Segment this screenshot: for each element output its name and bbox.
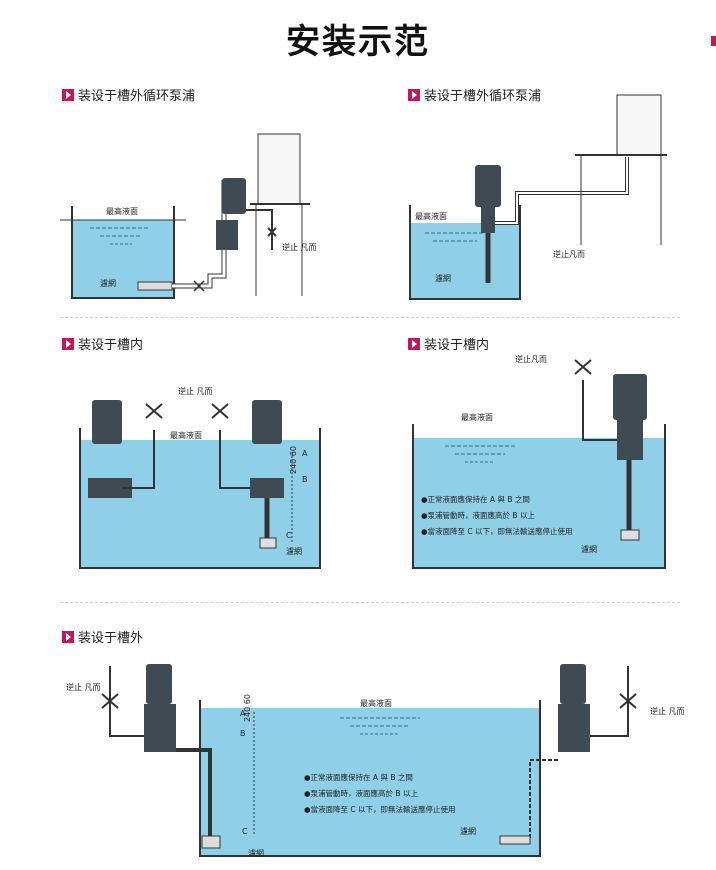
play-icon (62, 630, 74, 643)
max-level-label: 最高液面 (415, 211, 447, 221)
corner-mark (711, 36, 716, 46)
tank-wall (71, 206, 175, 299)
tank-wall (79, 428, 321, 569)
motor (475, 165, 501, 207)
check-valve-label: 逆止凡而 (553, 249, 585, 259)
divider (60, 317, 680, 318)
strainer (620, 529, 640, 541)
section-heading-3: 装设于槽内 (62, 334, 143, 353)
strainer-label: 濾網 (581, 544, 597, 554)
divider (60, 602, 680, 603)
play-icon (408, 88, 420, 101)
max-level-label: 最高液面 (170, 430, 202, 440)
upper-tank (616, 94, 662, 156)
pump-body-right (250, 478, 284, 498)
mark-b: B (302, 475, 308, 484)
discharge-pipe (574, 359, 617, 441)
discharge-pipe-right (590, 666, 637, 737)
diagram-outside-circulation-2: 最高液面 濾網 逆止凡而 (409, 94, 667, 300)
pump-body-right (558, 704, 590, 752)
mark-c: C (286, 531, 292, 540)
max-level-label: 最高液面 (106, 206, 138, 216)
strainer-label: 濾網 (435, 273, 451, 283)
page-title: 安装示范 (286, 22, 430, 62)
motor-left (92, 400, 122, 444)
section-heading-text: 装设于槽外循环泵浦 (78, 89, 196, 104)
pump-body (617, 420, 643, 460)
note-2: ●泵浦管動時，液面應高於 B 以上 (304, 788, 418, 798)
water-ripples (425, 232, 485, 242)
tank-water (200, 708, 540, 856)
section-heading-text: 装设于槽外循环泵浦 (424, 89, 542, 104)
diagram-in-tank-2: 最高液面 逆止凡而 ●正常液面應保持在 A 與 B 之間 ●泵浦管動時，液面應高… (412, 354, 666, 569)
strainer-label-left: 濾網 (248, 848, 264, 858)
section-heading-5: 装设于槽外 (62, 627, 143, 646)
motor (613, 374, 647, 420)
play-icon (62, 88, 74, 101)
strainer-right (499, 835, 531, 845)
check-valve-label: 逆止凡而 (515, 354, 547, 364)
tank-wall (412, 424, 666, 569)
max-level-label: 最高液面 (461, 412, 493, 422)
water-ripples (445, 445, 515, 463)
discharge-pipe-left (101, 666, 144, 737)
pump-body-left (144, 704, 176, 752)
motor (222, 178, 246, 214)
tank-wall (409, 205, 521, 300)
section-heading-2: 装设于槽外循环泵浦 (408, 85, 541, 104)
upper-tank (257, 133, 301, 205)
note-3: ●當液面降至 C 以下，即無法輸送應停止使用 (421, 526, 573, 536)
check-valve-label: 逆止 凡而 (282, 242, 317, 252)
pump-body (216, 220, 238, 250)
suction-pipe-left (176, 748, 212, 840)
pump-body (481, 207, 495, 233)
diagram-outside-tank: 最高液面 逆止 凡而 逆止 凡而 A B C 240 60 ●正常液面應保持在 … (66, 664, 685, 858)
mark-c: C (242, 827, 248, 836)
mark-a: A (240, 709, 246, 718)
motor-right (252, 400, 282, 444)
section-heading-text: 装设于槽外 (78, 631, 144, 646)
note-3: ●當液面降至 C 以下，即無法輸送應停止使用 (304, 804, 456, 814)
strainer-left (201, 835, 221, 849)
section-heading-text: 装设于槽内 (424, 338, 490, 353)
diagram-in-tank-1: 最高液面 逆止 凡而 A B C 240 60 濾網 (79, 386, 321, 569)
strainer (259, 537, 277, 549)
pump-body-left (88, 478, 132, 498)
strainer-label-right: 濾網 (460, 826, 476, 836)
strainer-label: 濾網 (286, 546, 302, 556)
play-icon (62, 337, 74, 350)
note-2: ●泵浦管動時，液面應高於 B 以上 (421, 510, 535, 520)
tank-water (80, 440, 320, 568)
max-level-label: 最高液面 (360, 698, 392, 708)
discharge-pipe-left (122, 403, 163, 489)
section-heading-4: 装设于槽内 (408, 334, 489, 353)
play-icon (408, 337, 420, 350)
note-1: ●正常液面應保持在 A 與 B 之間 (421, 494, 530, 504)
section-heading-text: 装设于槽内 (78, 338, 144, 353)
check-valve-label-right: 逆止 凡而 (650, 706, 685, 716)
tank-water (410, 223, 520, 299)
check-valve-label-left: 逆止 凡而 (66, 682, 101, 692)
section-heading-1: 装设于槽外循环泵浦 (62, 85, 195, 104)
check-valve-label: 逆止 凡而 (178, 386, 213, 396)
note-1: ●正常液面應保持在 A 與 B 之間 (304, 772, 413, 782)
motor-right (560, 664, 586, 704)
mark-b: B (240, 729, 246, 738)
dimension-label: 240 60 (243, 694, 252, 722)
water-ripples (90, 227, 150, 245)
water-ripples (340, 717, 420, 735)
motor-left (146, 664, 172, 704)
discharge-pipe (246, 209, 277, 250)
strainer (137, 281, 173, 291)
discharge-pipe (495, 157, 629, 225)
valve-icon (193, 280, 205, 292)
tank-wall (199, 700, 541, 857)
diagram-outside-circulation-1: 最高液面 濾網 逆止 凡而 (60, 133, 317, 299)
strainer-label: 濾網 (100, 278, 116, 288)
discharge-pipe-right (211, 403, 250, 489)
mark-a: A (302, 449, 308, 458)
dimension-label: 240 60 (289, 446, 298, 474)
